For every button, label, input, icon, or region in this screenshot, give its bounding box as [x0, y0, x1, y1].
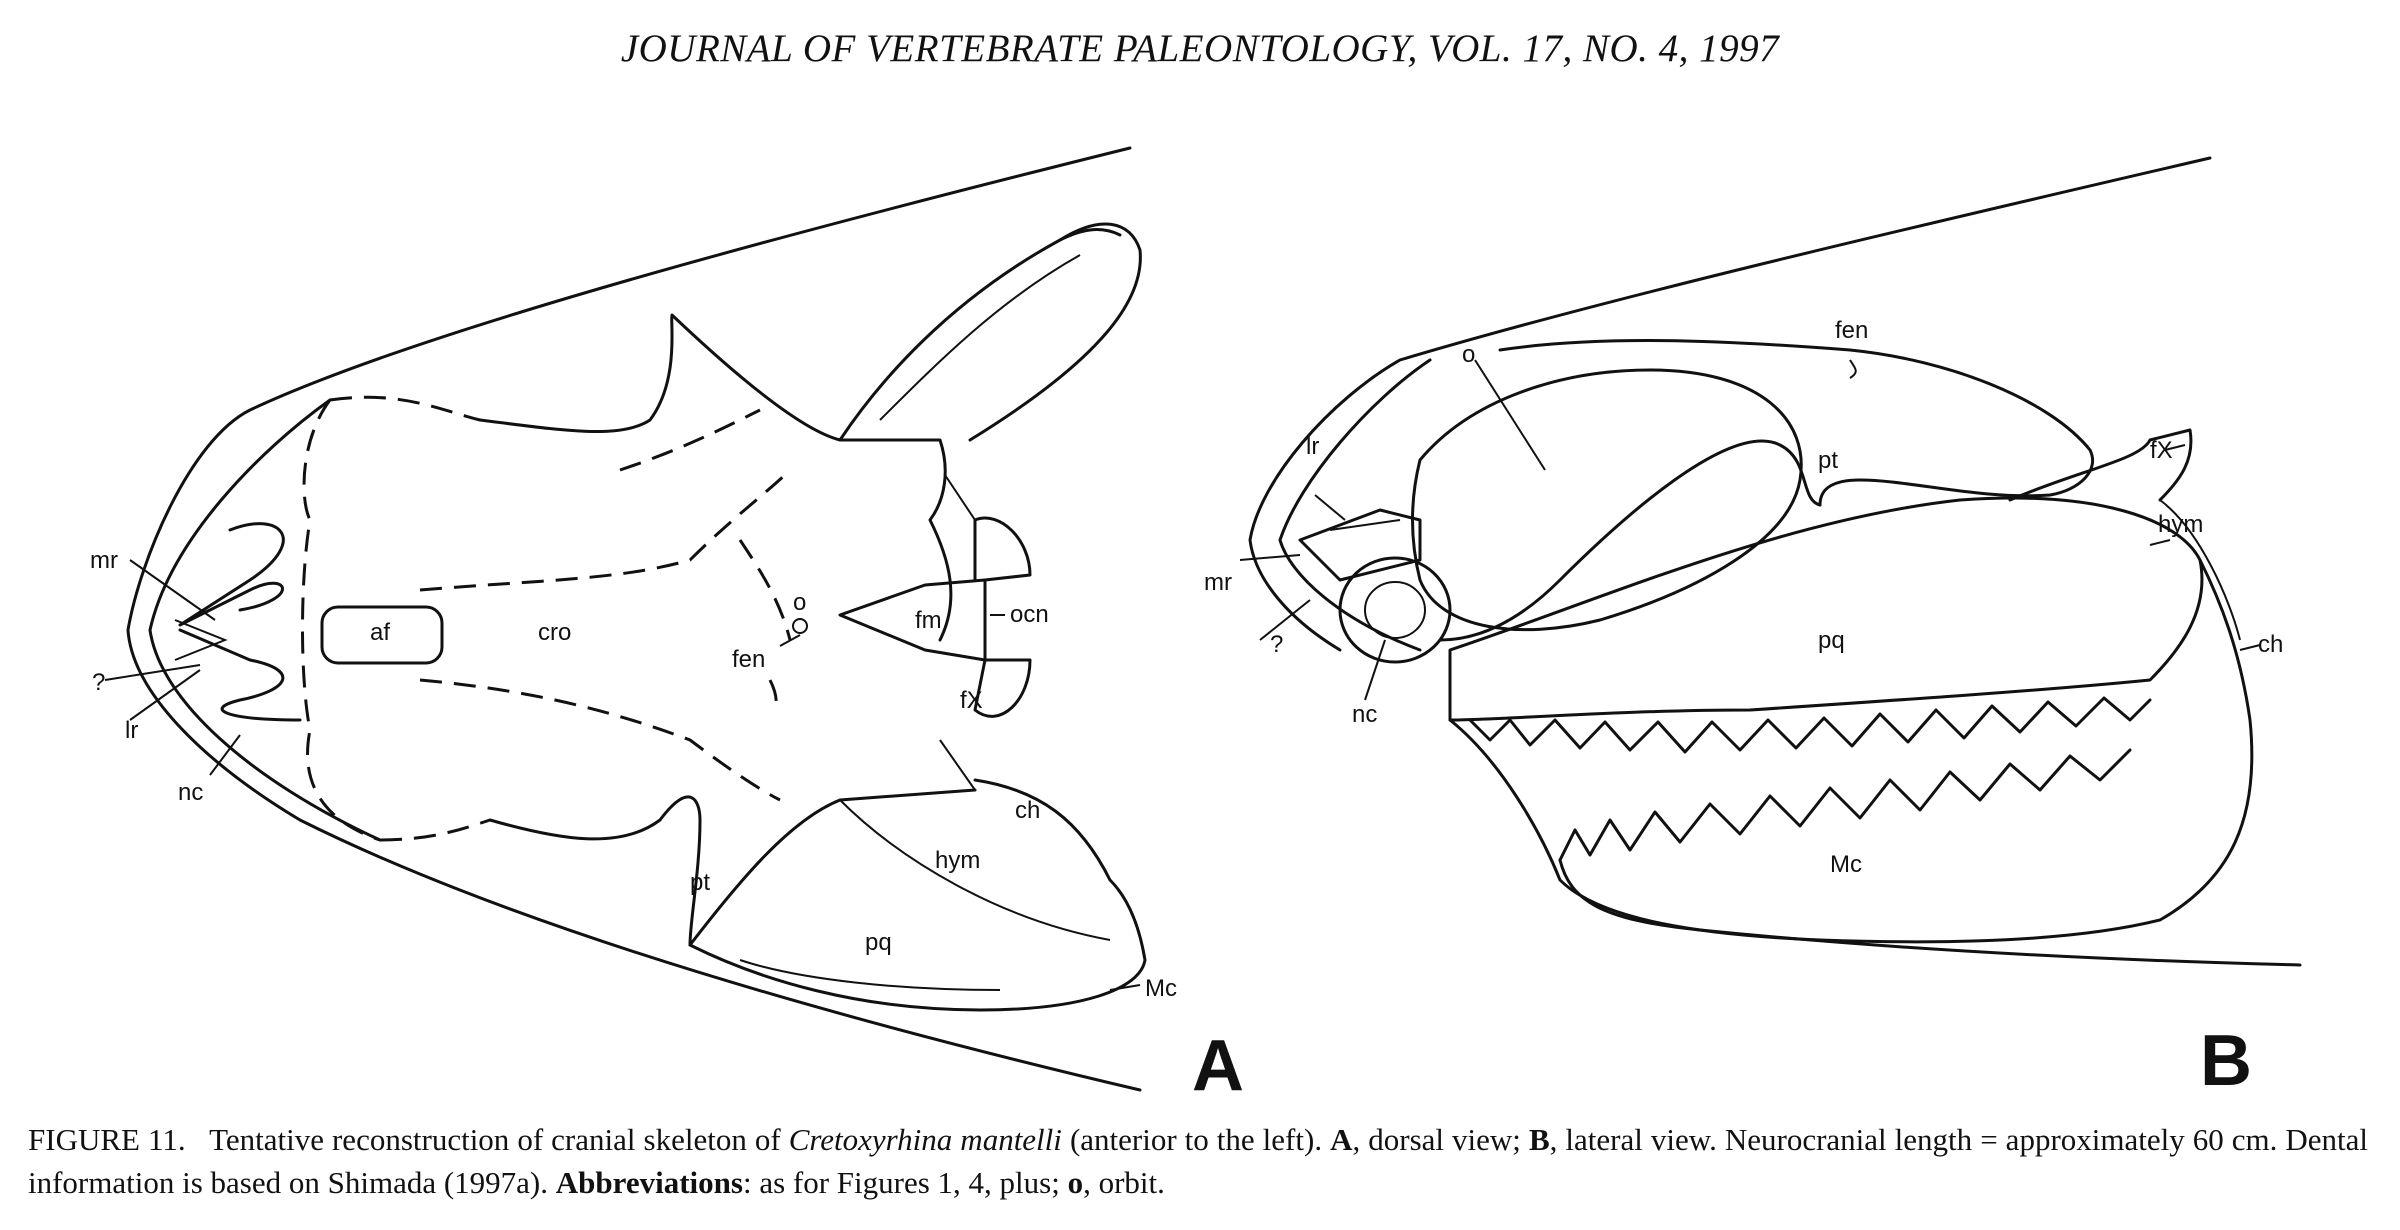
label-b-ch: ch — [2258, 631, 2283, 658]
label-a-fen: fen — [732, 646, 765, 673]
caption-o-letter: o — [1067, 1165, 1084, 1200]
caption-b-letter: B — [1528, 1122, 1550, 1157]
label-b-lr: lr — [1306, 433, 1319, 460]
caption-o-text: , orbit. — [1083, 1165, 1165, 1200]
panel-b-labels: fen o lr pt fX hym mr ? pq ch nc Mc B — [1204, 317, 2283, 1101]
label-a-pt: pt — [690, 869, 710, 896]
caption-figure-label: FIGURE 11. — [28, 1122, 186, 1157]
label-b-fen: fen — [1835, 317, 1868, 344]
caption-species: Cretoxyrhina mantelli — [788, 1122, 1062, 1157]
label-b-pq: pq — [1818, 627, 1845, 654]
caption-part2: (anterior to the left). — [1069, 1122, 1323, 1157]
caption-abbr-label: Abbreviations — [555, 1165, 743, 1200]
label-a-nc: nc — [178, 779, 203, 806]
label-a-cro: cro — [538, 619, 571, 646]
label-b-o: o — [1462, 341, 1475, 368]
label-b-question: ? — [1270, 631, 1283, 658]
label-b-fX: fX — [2150, 437, 2173, 464]
figure-caption: FIGURE 11. Tentative reconstruction of c… — [28, 1118, 2368, 1204]
label-b-mr: mr — [1204, 569, 1232, 596]
label-a-ocn: ocn — [1010, 601, 1049, 628]
label-a-fX: fX — [960, 687, 983, 714]
label-a-hym: hym — [935, 847, 980, 874]
label-a-Mc: Mc — [1145, 975, 1177, 1002]
label-a-fm: fm — [915, 607, 942, 634]
caption-a-text: , dorsal view; — [1352, 1122, 1521, 1157]
label-a-af: af — [370, 619, 390, 646]
label-a-lr: lr — [125, 717, 138, 744]
label-a-pq: pq — [865, 929, 892, 956]
label-b-pt: pt — [1818, 447, 1838, 474]
label-a-mr: mr — [90, 547, 118, 574]
panel-a-letter: A — [1192, 1026, 1244, 1106]
journal-header: JOURNAL OF VERTEBRATE PALEONTOLOGY, VOL.… — [620, 27, 1780, 70]
label-b-Mc: Mc — [1830, 851, 1862, 878]
panel-a-drawing — [104, 146, 1147, 1092]
panel-b-drawing — [1239, 156, 2302, 967]
label-a-question: ? — [92, 669, 105, 696]
caption-a-letter: A — [1330, 1122, 1353, 1157]
caption-abbr-text: : as for Figures 1, 4, plus; — [742, 1165, 1060, 1200]
label-b-nc: nc — [1352, 701, 1377, 728]
panel-b-letter: B — [2200, 1021, 2252, 1101]
caption-b-text: , lateral view. Neurocranial length = ap… — [28, 1122, 2369, 1200]
label-a-ch: ch — [1015, 797, 1040, 824]
panel-a-labels: mr ? lr nc af cro o fen fm ocn fX ch hym… — [90, 547, 1244, 1106]
label-a-o: o — [793, 589, 806, 616]
label-b-hym: hym — [2158, 511, 2203, 538]
caption-part1: Tentative reconstruction of cranial skel… — [209, 1122, 781, 1157]
